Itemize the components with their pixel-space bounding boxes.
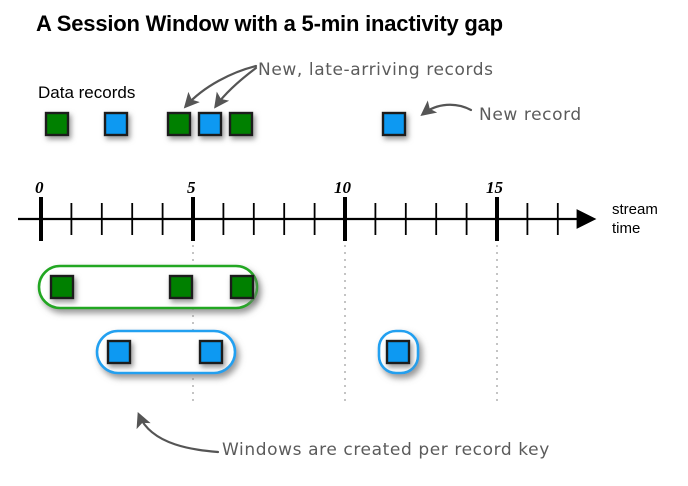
axis-tick-label-0: 0: [35, 178, 44, 197]
window-record-square-blue[interactable]: [198, 339, 224, 365]
window-record-square-green[interactable]: [229, 274, 255, 300]
session-window-blue-1[interactable]: [95, 329, 237, 375]
data-records-label: Data records: [38, 83, 136, 102]
stream-time-axis-label: stream time: [612, 200, 658, 238]
record-square-blue[interactable]: [103, 111, 129, 137]
session-window-blue-2[interactable]: [377, 329, 420, 375]
annotation-windows-per-record-key: Windows are created per record key: [222, 440, 550, 460]
window-record-square-green[interactable]: [168, 274, 194, 300]
stream-time-line-2: time: [612, 220, 641, 237]
record-square-blue[interactable]: [381, 111, 407, 137]
arrow-late-arriving-2: [214, 66, 258, 109]
window-record-square-blue[interactable]: [106, 339, 132, 365]
window-record-square-blue[interactable]: [385, 339, 411, 365]
record-square-green[interactable]: [44, 111, 70, 137]
record-square-blue[interactable]: [197, 111, 223, 137]
annotation-arrows: [136, 64, 473, 454]
axis-tick-label-10: 10: [334, 178, 351, 197]
page-title: A Session Window with a 5-min inactivity…: [36, 11, 503, 36]
record-square-green[interactable]: [166, 111, 192, 137]
stream-time-axis: [18, 197, 597, 404]
axis-tick-label-5: 5: [187, 178, 196, 197]
axis-minor-ticks: [70, 203, 559, 235]
stream-time-line-1: stream: [612, 201, 658, 218]
axis-tick-label-15: 15: [486, 178, 503, 197]
annotation-late-arriving-records: New, late-arriving records: [258, 60, 494, 80]
annotation-new-record: New record: [479, 105, 582, 125]
session-window-green-box[interactable]: [37, 264, 259, 310]
session-window-green[interactable]: [37, 264, 259, 310]
arrow-late-arriving-1: [183, 64, 258, 109]
axis-major-ticks: [39, 197, 499, 241]
record-square-green[interactable]: [228, 111, 254, 137]
window-record-square-green[interactable]: [49, 274, 75, 300]
arrow-new-record: [420, 100, 473, 117]
arrow-per-record-key: [136, 411, 220, 454]
data-records-row: [44, 111, 407, 137]
